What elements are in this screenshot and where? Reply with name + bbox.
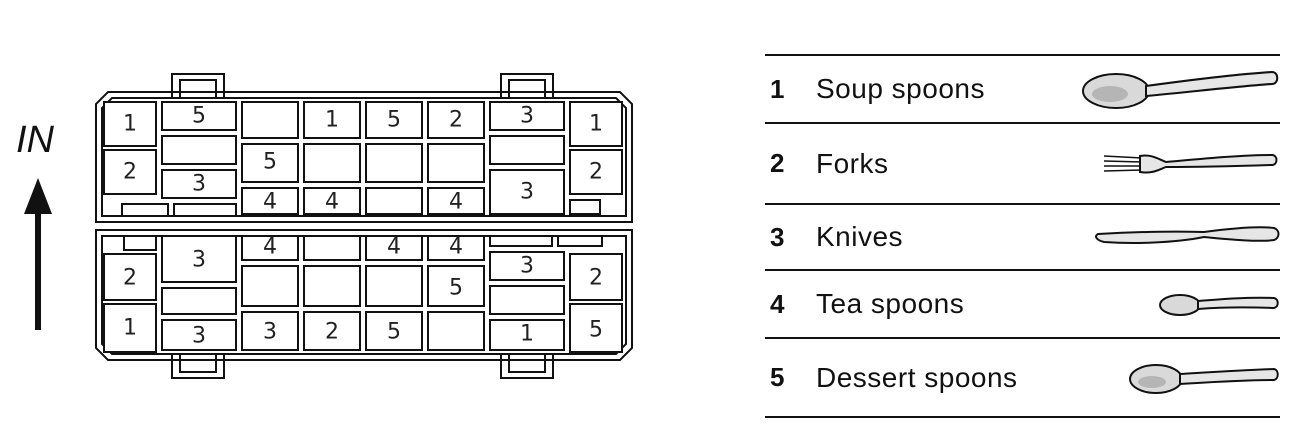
legend-number: 4 xyxy=(770,288,785,319)
cell-number: 3 xyxy=(192,172,206,197)
tea-spoon-icon xyxy=(1159,294,1279,316)
knife-icon xyxy=(1095,226,1280,244)
legend-row-tea-spoons: 4 Tea spoons xyxy=(765,269,1280,337)
legend-number: 5 xyxy=(770,362,785,392)
legend-number: 2 xyxy=(770,148,785,178)
cell-number: 5 xyxy=(387,108,401,133)
cell-number: 5 xyxy=(192,104,206,129)
cell-number: 1 xyxy=(520,322,534,347)
cell-number: 2 xyxy=(123,160,137,185)
legend-row-knives: 3 Knives xyxy=(765,203,1280,269)
cell-number: 2 xyxy=(449,108,463,133)
cell-number: 2 xyxy=(123,266,137,291)
cell-number: 2 xyxy=(589,266,603,291)
direction-label: IN xyxy=(16,119,55,161)
legend-row-forks: 2 Forks xyxy=(765,122,1280,203)
upper-compartment: 1 5 1 5 2 3 1 2 5 2 3 3 4 4 4 xyxy=(103,101,623,217)
cell-number: 1 xyxy=(589,112,603,137)
cell-number: 1 xyxy=(325,108,339,133)
cell-number: 5 xyxy=(263,150,277,175)
cell-number: 5 xyxy=(387,320,401,345)
cell-number: 3 xyxy=(520,180,534,205)
basket-outline xyxy=(95,91,633,361)
cell-number: 2 xyxy=(589,160,603,185)
legend-row-soup-spoons: 1 Soup spoons xyxy=(765,54,1280,122)
cutlery-legend: 1 Soup spoons 2 Forks 3 Knives 4 Tea spo… xyxy=(765,54,1280,418)
dessert-spoon-icon xyxy=(1129,363,1279,394)
cell-number: 4 xyxy=(449,190,463,215)
direction-arrow-icon xyxy=(24,178,52,330)
cell-number: 1 xyxy=(123,112,137,137)
lower-compartment: 4 4 4 3 3 2 3 5 2 1 3 2 5 1 5 xyxy=(103,235,623,353)
cell-number: 3 xyxy=(263,320,277,345)
legend-label: Dessert spoons xyxy=(816,361,1018,393)
legend-label: Forks xyxy=(816,147,889,179)
cell-number: 3 xyxy=(520,104,534,129)
cutlery-basket-diagram: IN xyxy=(16,73,633,379)
cell-number: 4 xyxy=(387,235,401,260)
cell-number: 4 xyxy=(263,190,277,215)
cell-number: 4 xyxy=(263,235,277,260)
legend-label: Tea spoons xyxy=(816,288,965,319)
legend-number: 1 xyxy=(770,73,785,104)
cell-number: 3 xyxy=(520,254,534,279)
cell-number: 5 xyxy=(449,276,463,301)
legend-number: 3 xyxy=(770,221,785,252)
cell-number: 4 xyxy=(449,235,463,260)
soup-spoon-icon xyxy=(1082,70,1279,109)
cell-number: 2 xyxy=(325,320,339,345)
cell-number: 5 xyxy=(589,318,603,343)
cell-number: 4 xyxy=(325,190,339,215)
legend-row-dessert-spoons: 5 Dessert spoons xyxy=(765,337,1280,418)
cell-number: 3 xyxy=(192,248,206,273)
legend-label: Knives xyxy=(816,221,904,252)
cell-number: 3 xyxy=(192,324,206,349)
cell-number: 1 xyxy=(123,316,137,341)
legend-label: Soup spoons xyxy=(816,73,985,104)
fork-icon xyxy=(1103,153,1278,173)
